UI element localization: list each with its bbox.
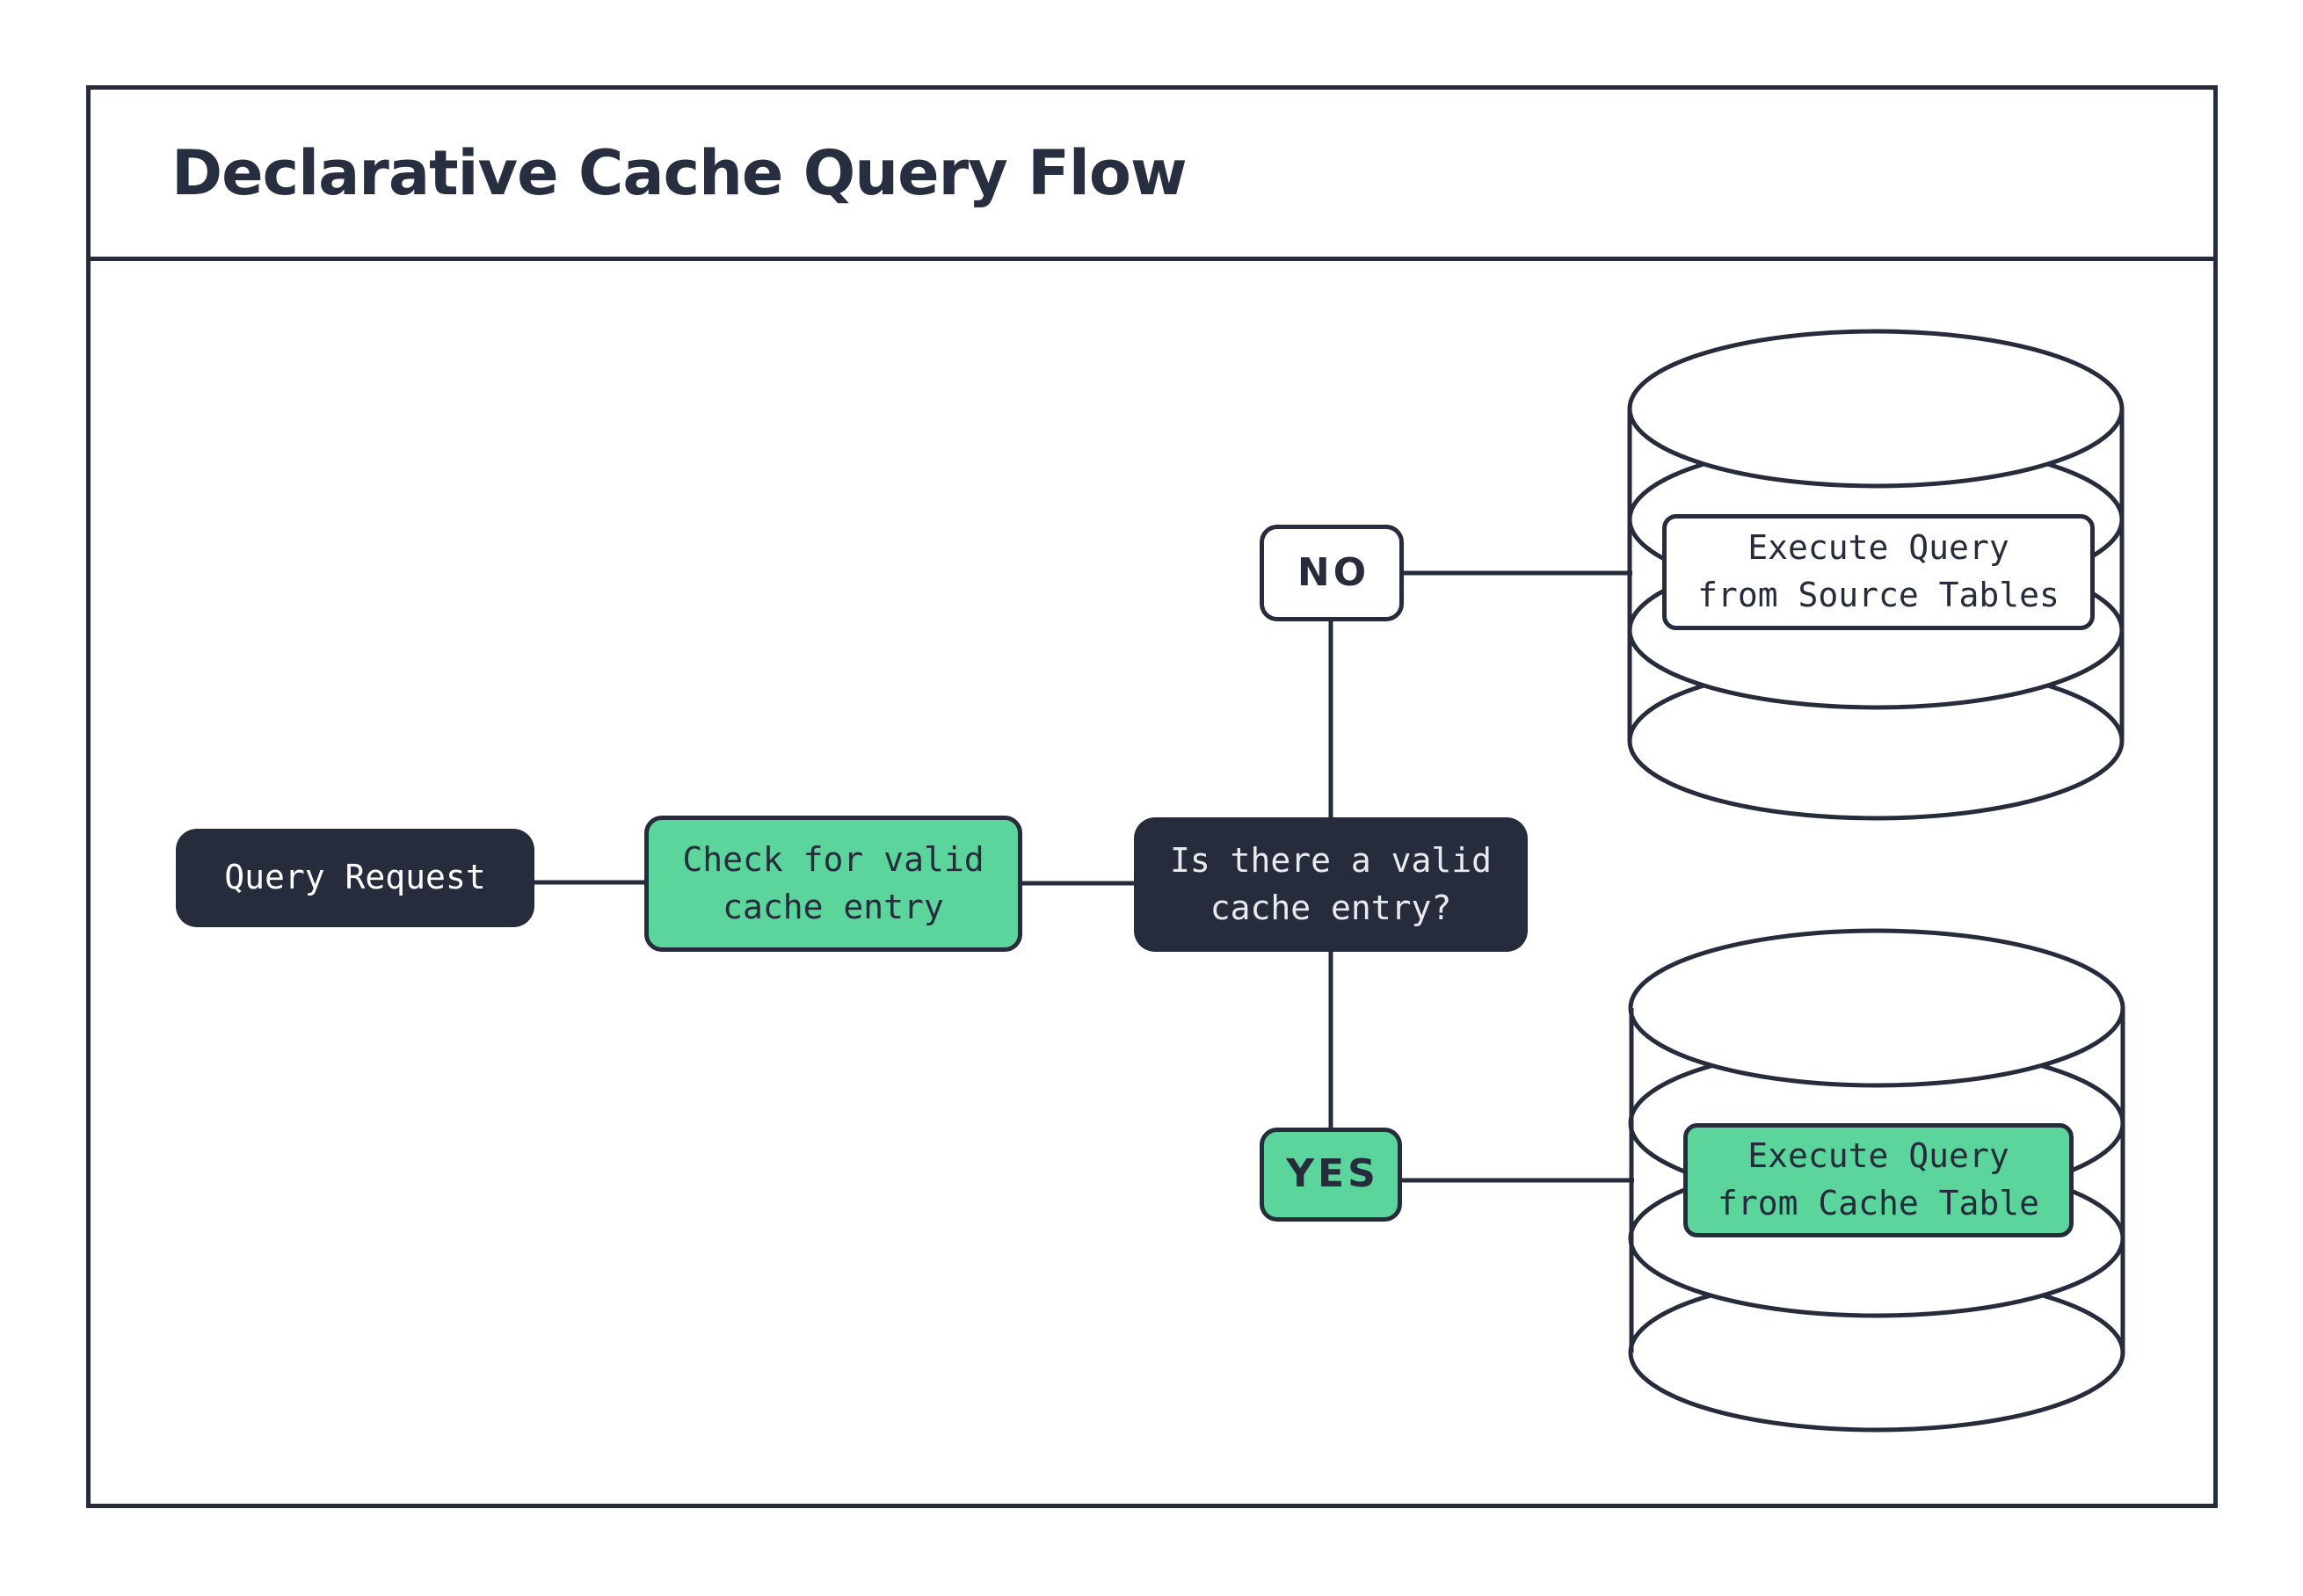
node-check-cache-entry: Check for valid cache entry	[644, 816, 1022, 952]
diagram-frame: Declarative Cache Query Flow	[86, 85, 2218, 1508]
edge-label-yes: YES	[1260, 1128, 1402, 1222]
node-execute-source-label: Execute Query from Source Tables	[1697, 528, 2060, 614]
edge-label-no-text: NO	[1297, 549, 1370, 595]
node-decision-valid-cache: Is there a valid cache entry?	[1134, 817, 1528, 952]
node-check-cache-label: Check for valid cache entry	[682, 839, 984, 926]
node-execute-query-cache-table: Execute Query from Cache Table	[1683, 1123, 2074, 1237]
title-bar: Declarative Cache Query Flow	[91, 90, 2213, 261]
node-execute-cache-label: Execute Query from Cache Table	[1717, 1136, 2040, 1222]
edge-label-yes-text: YES	[1286, 1151, 1379, 1197]
node-query-request: Query Request	[176, 829, 534, 927]
edge-label-no: NO	[1260, 525, 1404, 621]
node-execute-query-source-tables: Execute Query from Source Tables	[1662, 514, 2095, 630]
node-query-request-label: Query Request	[224, 858, 486, 897]
node-decision-label: Is there a valid cache entry?	[1169, 840, 1493, 927]
page-title: Declarative Cache Query Flow	[171, 137, 1188, 209]
